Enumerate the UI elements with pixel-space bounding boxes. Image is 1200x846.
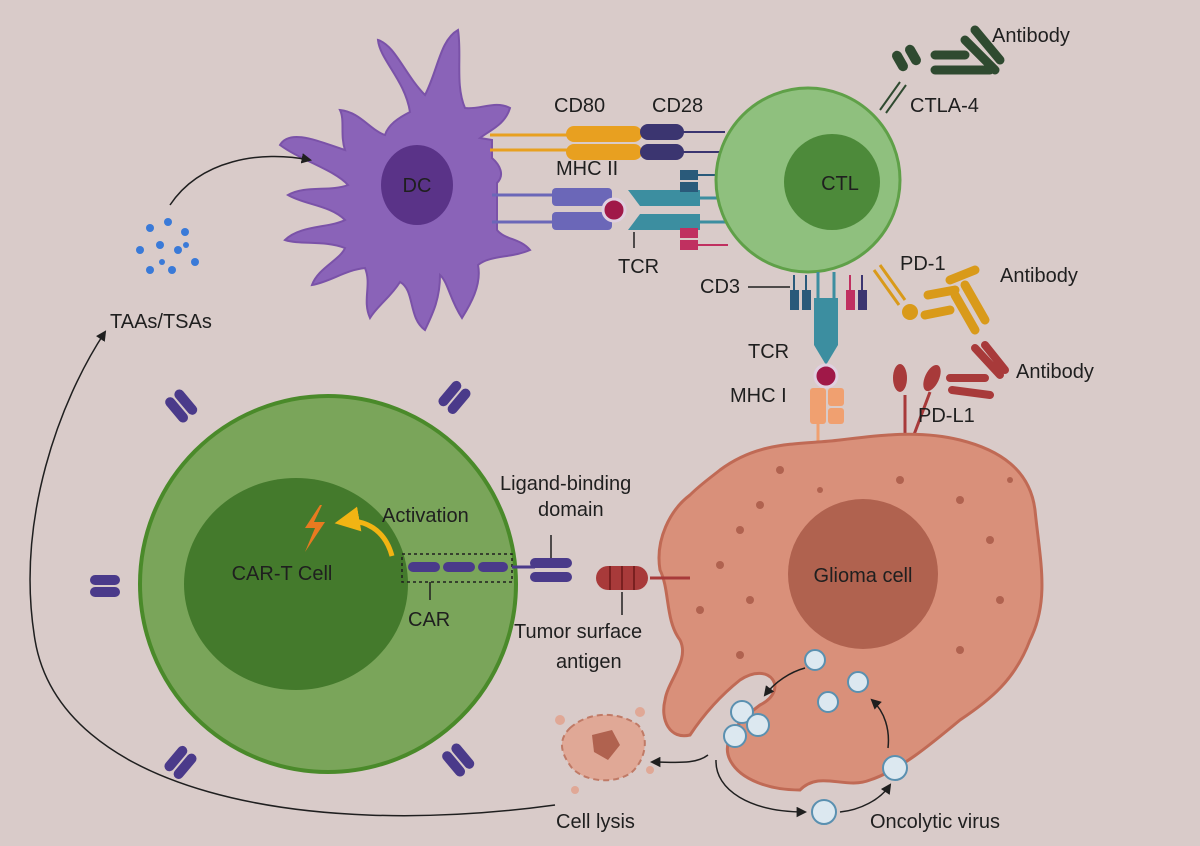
glioma-to-lysis-arrow (649, 754, 709, 768)
label-pdl1: PD-L1 (918, 405, 975, 427)
label-pd1: PD-1 (900, 253, 946, 275)
cd80-molecule-top (566, 126, 642, 142)
label-tumor-line1: Tumor surface (514, 621, 642, 643)
mhc1-peptide (813, 363, 839, 389)
cd80-molecule-bottom (566, 144, 642, 160)
dc-nucleus (381, 145, 453, 225)
label-antibody-3: Antibody (1016, 361, 1094, 383)
oncolytic-viruses (723, 649, 908, 825)
label-cd28: CD28 (652, 95, 703, 117)
dc-label: DC (403, 175, 432, 197)
label-oncolytic: Oncolytic virus (870, 811, 1000, 833)
label-ligand-line1: Ligand-binding (500, 473, 631, 495)
label-tcr-top: TCR (618, 256, 659, 278)
lysis-to-taas-arrow (29, 330, 556, 817)
dendritic-cell: DC (278, 28, 532, 332)
tumor-surface-antigen (596, 566, 648, 615)
label-mhc1: MHC I (730, 385, 787, 407)
mhc2-molecule-bottom (552, 212, 612, 230)
ligand-binding-domain (530, 558, 572, 568)
label-ctla4: CTLA-4 (910, 95, 979, 117)
label-tcr-bottom: TCR (748, 341, 789, 363)
ctl-nucleus (784, 134, 880, 230)
taas-particles (136, 218, 199, 274)
label-ligand-line2: domain (538, 499, 604, 521)
glioma-cell: Glioma cell (650, 432, 1044, 792)
label-activation: Activation (382, 505, 469, 527)
mhc2-tcr-complex (492, 170, 730, 250)
pdl1-antibody (893, 341, 1009, 441)
glioma-label: Glioma cell (814, 565, 913, 587)
car-dotted-box (401, 553, 513, 583)
pd1-antibody (872, 264, 990, 335)
cart-label: CAR-T Cell (232, 563, 333, 585)
label-mhc2: MHC II (556, 158, 618, 180)
activation-arrow (334, 506, 395, 557)
label-car: CAR (408, 609, 450, 631)
ctla4-antibody (879, 25, 1005, 114)
tcr-bottom-complex (748, 272, 867, 448)
mhc2-peptide (601, 197, 627, 223)
mhc2-molecule-top (552, 188, 612, 206)
cd28-molecule-top (640, 124, 684, 140)
label-cd3: CD3 (700, 276, 740, 298)
tcr-top-molecule (628, 190, 700, 230)
taas-to-dc-arrow (169, 153, 313, 206)
cell-lysis-debris (555, 707, 654, 794)
cart-cell: CAR-T Cell (90, 380, 572, 779)
ctl-label: CTL (821, 173, 859, 195)
lightning-icon (305, 505, 325, 552)
glioma-nucleus (788, 499, 938, 649)
label-antibody-2: Antibody (1000, 265, 1078, 287)
label-taas: TAAs/TSAs (110, 311, 212, 333)
label-antibody-1: Antibody (992, 25, 1070, 47)
label-tumor-line2: antigen (556, 651, 622, 673)
label-cd80: CD80 (554, 95, 605, 117)
cd80-cd28-complex (490, 124, 725, 160)
ctl-cell: CTL (714, 86, 902, 274)
mhc1-molecule (810, 388, 826, 424)
label-cell-lysis: Cell lysis (556, 811, 635, 833)
cd28-molecule-bottom (640, 144, 684, 160)
